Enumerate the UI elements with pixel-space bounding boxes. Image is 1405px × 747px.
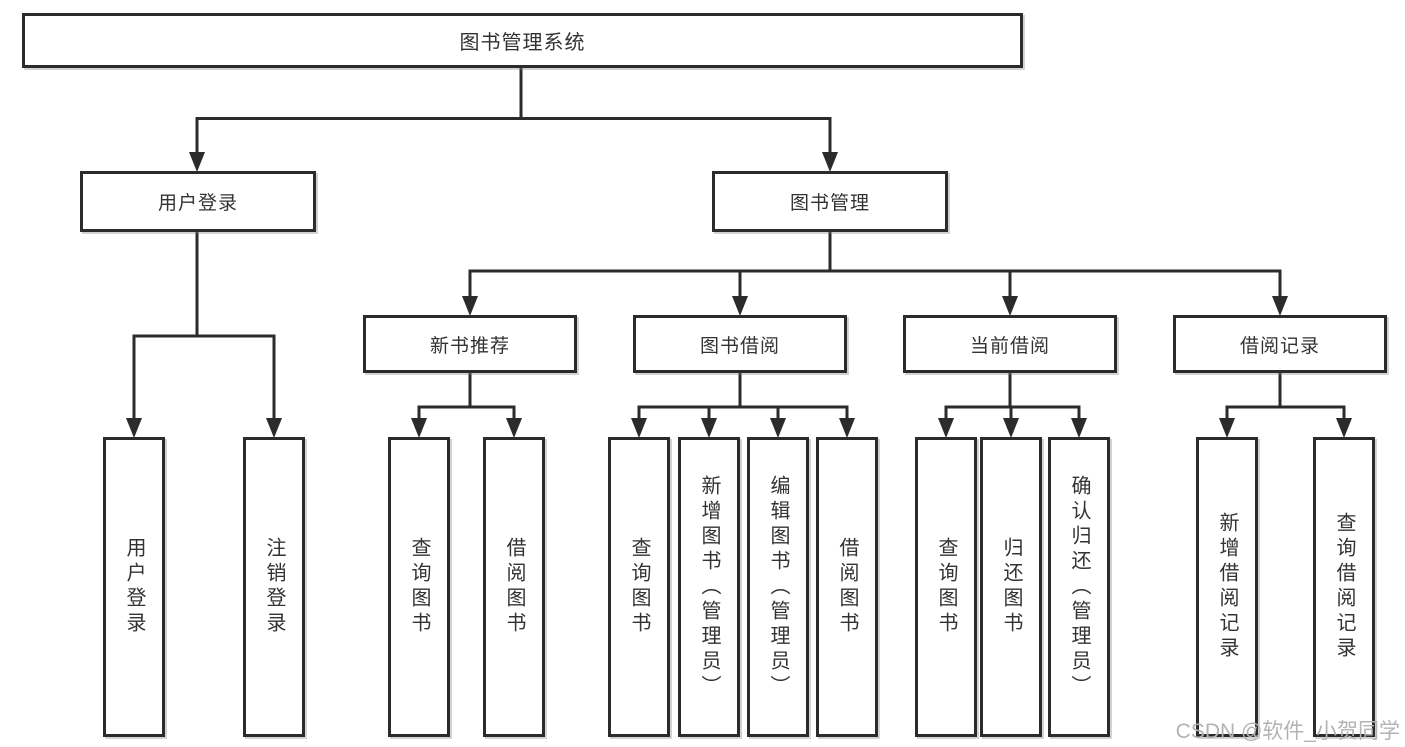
leaf-query-books-recommend: 查询图书 bbox=[388, 437, 450, 737]
node-new-book-recommend-label: 新书推荐 bbox=[429, 335, 510, 357]
arrowhead bbox=[701, 418, 717, 438]
csdn-watermark: CSDN @软件_小贺同学 bbox=[1175, 720, 1400, 743]
leaf-return-books-label: 归还图书 bbox=[1000, 537, 1022, 637]
arrowhead bbox=[126, 418, 142, 438]
arrowhead bbox=[1336, 418, 1352, 438]
leaf-query-borrow-record: 查询借阅记录 bbox=[1313, 437, 1375, 737]
arrowhead bbox=[411, 418, 427, 438]
node-book-management: 图书管理 bbox=[712, 171, 948, 232]
leaf-add-borrow-record: 新增借阅记录 bbox=[1196, 437, 1258, 737]
leaf-borrow-books: 借阅图书 bbox=[816, 437, 878, 737]
node-borrow-records-label: 借阅记录 bbox=[1239, 335, 1320, 357]
node-root-label: 图书管理系统 bbox=[459, 32, 586, 54]
leaf-logout-login: 注销登录 bbox=[243, 437, 305, 737]
leaf-borrow-books-recommend: 借阅图书 bbox=[483, 437, 545, 737]
leaf-user-login-label: 用户登录 bbox=[123, 537, 145, 637]
arrowhead bbox=[839, 418, 855, 438]
node-current-borrow-label: 当前借阅 bbox=[969, 335, 1050, 357]
node-book-borrow-label: 图书借阅 bbox=[699, 335, 780, 357]
leaf-confirm-return-admin: 确认归还（管理员） bbox=[1048, 437, 1110, 737]
leaf-add-books-admin-label: 新增图书（管理员） bbox=[698, 474, 720, 700]
node-borrow-records: 借阅记录 bbox=[1173, 315, 1387, 373]
leaf-borrow-books-recommend-label: 借阅图书 bbox=[503, 537, 525, 637]
leaf-confirm-return-admin-label: 确认归还（管理员） bbox=[1068, 474, 1090, 700]
arrowhead bbox=[938, 418, 954, 438]
arrowhead bbox=[770, 418, 786, 438]
leaf-query-books-borrow: 查询图书 bbox=[608, 437, 670, 737]
arrowhead bbox=[189, 152, 205, 172]
arrowhead bbox=[462, 296, 478, 316]
leaf-user-login: 用户登录 bbox=[103, 437, 165, 737]
arrowhead bbox=[732, 296, 748, 316]
leaf-return-books: 归还图书 bbox=[980, 437, 1042, 737]
arrowhead bbox=[631, 418, 647, 438]
leaf-edit-books-admin: 编辑图书（管理员） bbox=[747, 437, 809, 737]
node-current-borrow: 当前借阅 bbox=[903, 315, 1117, 373]
node-book-management-label: 图书管理 bbox=[789, 193, 870, 214]
leaf-add-books-admin: 新增图书（管理员） bbox=[678, 437, 740, 737]
arrowhead bbox=[266, 418, 282, 438]
leaf-query-borrow-record-label: 查询借阅记录 bbox=[1333, 512, 1355, 662]
arrowhead bbox=[1219, 418, 1235, 438]
node-new-book-recommend: 新书推荐 bbox=[363, 315, 577, 373]
node-user-login: 用户登录 bbox=[80, 171, 316, 232]
leaf-query-books-recommend-label: 查询图书 bbox=[408, 537, 430, 637]
leaf-add-borrow-record-label: 新增借阅记录 bbox=[1216, 512, 1238, 662]
leaf-logout-login-label: 注销登录 bbox=[263, 537, 285, 637]
node-root: 图书管理系统 bbox=[22, 13, 1023, 68]
node-book-borrow: 图书借阅 bbox=[633, 315, 847, 373]
arrowhead bbox=[1003, 418, 1019, 438]
arrowhead bbox=[506, 418, 522, 438]
node-user-login-label: 用户登录 bbox=[157, 193, 238, 214]
leaf-edit-books-admin-label: 编辑图书（管理员） bbox=[767, 474, 789, 700]
arrowhead bbox=[1002, 296, 1018, 316]
leaf-borrow-books-label: 借阅图书 bbox=[836, 537, 858, 637]
leaf-query-books-current: 查询图书 bbox=[915, 437, 977, 737]
arrowhead bbox=[1071, 418, 1087, 438]
leaf-query-books-borrow-label: 查询图书 bbox=[628, 537, 650, 637]
arrowhead bbox=[1272, 296, 1288, 316]
leaf-query-books-current-label: 查询图书 bbox=[935, 537, 957, 637]
arrowhead bbox=[822, 152, 838, 172]
